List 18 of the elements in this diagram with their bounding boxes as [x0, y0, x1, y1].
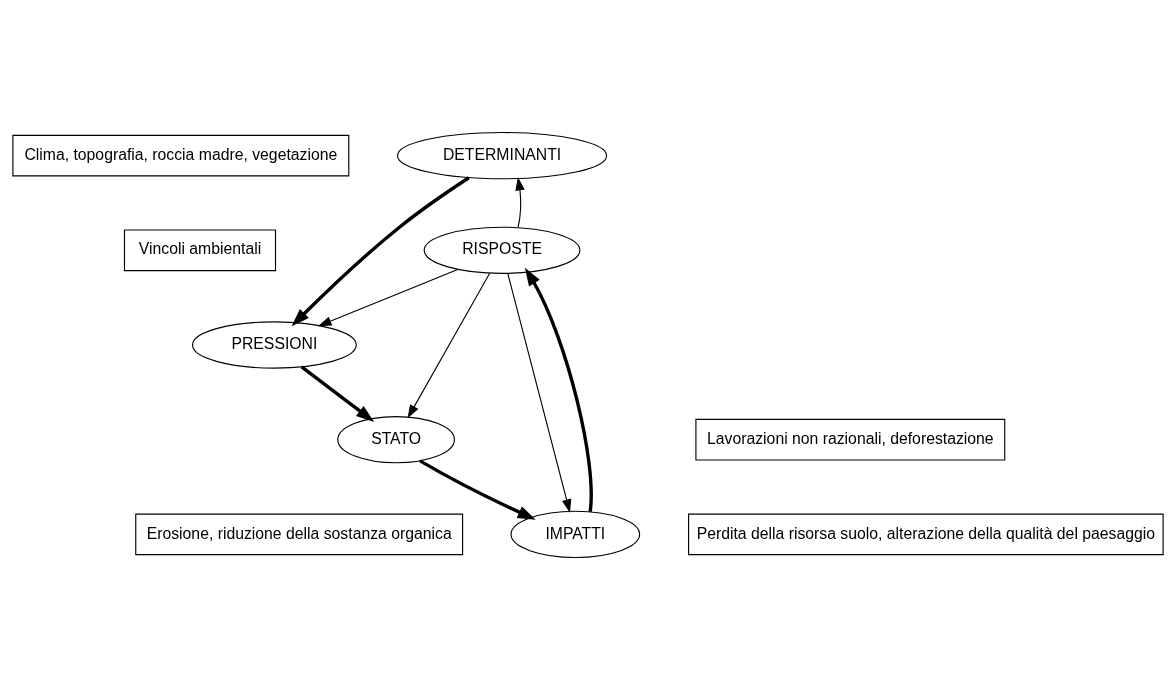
node-box: Perdita della risorsa suolo, alterazione della qualità del paesaggio — [688, 513, 1164, 555]
arrow — [515, 176, 525, 228]
arrow — [407, 272, 491, 418]
node-box: Erosione, riduzione della sostanza organica — [135, 513, 464, 555]
node-ellipse: PRESSIONI — [191, 320, 357, 369]
node-box: Vincoli ambientali — [123, 228, 277, 271]
node-ellipse: DETERMINANTI — [396, 131, 608, 179]
arrow — [291, 175, 470, 326]
node-ellipse: RISPOSTE — [423, 226, 581, 274]
arrow — [524, 267, 593, 512]
node-box: Clima, topografia, roccia madre, vegetazione — [12, 134, 350, 176]
node-ellipse: STATO — [337, 415, 455, 463]
node-box: Lavorazioni non razionali, deforestazione — [695, 418, 1006, 461]
arrow — [300, 365, 375, 422]
node-ellipse: IMPATTI — [510, 510, 641, 558]
arrow — [317, 268, 459, 326]
arrow — [419, 458, 536, 520]
arrow — [507, 272, 572, 513]
